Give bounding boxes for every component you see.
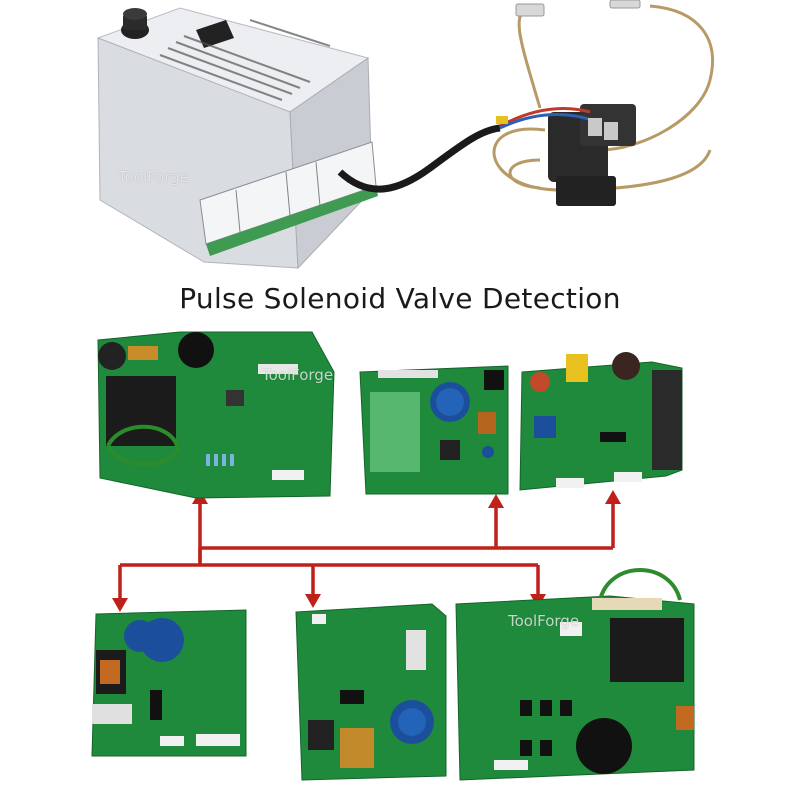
arrowhead-up (488, 494, 504, 508)
pcb-board-bottom-middle (295, 603, 447, 781)
pcb-board-bottom-left (91, 609, 247, 757)
pcb-board-top-right (519, 352, 683, 491)
caption-title: Pulse Solenoid Valve Detection (179, 282, 621, 315)
watermark: ToolForge (508, 612, 580, 630)
pcb-board-top-middle (359, 365, 509, 495)
arrowhead-down (112, 598, 128, 612)
watermark: ToolForge (118, 168, 190, 186)
arrowhead-up (605, 490, 621, 504)
pcb-board-top-left (97, 331, 335, 499)
display-window (196, 20, 234, 48)
signal-cable (337, 124, 501, 193)
watermark: ToolForge (262, 366, 334, 384)
pcb-board-bottom-right (455, 568, 695, 781)
solenoid-valve (492, 0, 714, 206)
tester-device (96, 7, 378, 270)
connection-arrows (118, 500, 615, 600)
arrowhead-down (305, 594, 321, 608)
